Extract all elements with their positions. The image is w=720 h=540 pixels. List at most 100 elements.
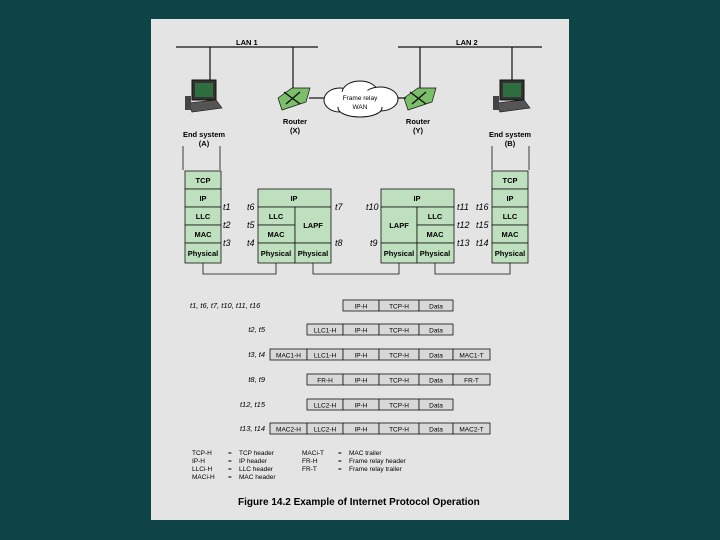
svg-text:IP-H: IP-H xyxy=(355,304,368,311)
svg-text:TCP: TCP xyxy=(196,176,211,185)
svg-text:MAC1-T: MAC1-T xyxy=(459,353,483,360)
packet-row-4: FR-H IP-H TCP-H Data FR-T xyxy=(306,373,491,386)
svg-text:t2: t2 xyxy=(223,220,231,230)
svg-text:(A): (A) xyxy=(199,139,210,148)
svg-text:Data: Data xyxy=(429,353,443,360)
svg-text:WAN: WAN xyxy=(353,104,368,111)
svg-text:TCP-H: TCP-H xyxy=(389,427,409,434)
end-system-b-label: End system xyxy=(489,130,531,139)
svg-text:MAC header: MAC header xyxy=(239,474,276,481)
svg-text:MAC: MAC xyxy=(267,230,285,239)
row-label-2: t2, t5 xyxy=(248,325,266,334)
svg-text:Data: Data xyxy=(429,403,443,410)
legend: TCP-H = TCP header IP-H = IP header LLCi… xyxy=(192,450,407,481)
row-label-4: t8, t9 xyxy=(248,375,266,384)
svg-text:LLC: LLC xyxy=(269,212,284,221)
svg-text:LLC2-H: LLC2-H xyxy=(314,427,337,434)
computer-icon-b xyxy=(493,79,531,113)
figure-sheet: LAN 1 LAN 2 Frame relay WAN Router (X) xyxy=(151,19,569,520)
svg-text:t8: t8 xyxy=(335,238,343,248)
svg-text:(Y): (Y) xyxy=(413,126,424,135)
row-label-6: t13, t14 xyxy=(240,424,265,433)
svg-text:TCP-H: TCP-H xyxy=(389,403,409,410)
row-label-3: t3, t4 xyxy=(248,350,265,359)
stack-router-y: IP LAPF LLC MAC Physical Physical xyxy=(380,188,455,264)
lan2-label: LAN 2 xyxy=(456,38,478,47)
svg-text:MAC2-T: MAC2-T xyxy=(459,427,483,434)
end-system-a-label: End system xyxy=(183,130,225,139)
svg-text:FR-T: FR-T xyxy=(302,466,317,473)
svg-text:t16: t16 xyxy=(476,202,489,212)
row-label-1: t1, t6, t7, t10, t11, t16 xyxy=(190,301,261,310)
svg-text:LLC: LLC xyxy=(503,212,518,221)
svg-text:MACi-T: MACi-T xyxy=(302,450,324,457)
protocol-diagram: LAN 1 LAN 2 Frame relay WAN Router (X) xyxy=(176,38,542,508)
packet-row-1: IP-H TCP-H Data xyxy=(342,299,454,312)
svg-text:t7: t7 xyxy=(335,202,344,212)
router-icon-x xyxy=(277,87,311,111)
row-label-5: t12, t15 xyxy=(240,400,266,409)
svg-text:IP: IP xyxy=(413,194,420,203)
svg-text:FR-H: FR-H xyxy=(302,458,318,465)
svg-text:Data: Data xyxy=(429,304,443,311)
svg-text:=: = xyxy=(338,466,342,473)
svg-text:IP: IP xyxy=(199,194,206,203)
svg-text:IP: IP xyxy=(506,194,513,203)
svg-text:t10: t10 xyxy=(366,202,379,212)
svg-text:LLC header: LLC header xyxy=(239,466,274,473)
svg-text:Physical: Physical xyxy=(420,249,450,258)
svg-text:Data: Data xyxy=(429,378,443,385)
svg-text:LLC1-H: LLC1-H xyxy=(314,328,337,335)
svg-text:t4: t4 xyxy=(247,238,255,248)
svg-text:t9: t9 xyxy=(370,238,378,248)
svg-text:TCP-H: TCP-H xyxy=(389,353,409,360)
svg-text:LAPF: LAPF xyxy=(389,221,409,230)
svg-text:IP: IP xyxy=(290,194,297,203)
svg-text:Physical: Physical xyxy=(298,249,328,258)
stack-end-system-b: TCP IP LLC MAC Physical xyxy=(491,170,529,264)
svg-text:LLC: LLC xyxy=(428,212,443,221)
svg-text:MAC trailer: MAC trailer xyxy=(349,450,382,457)
svg-text:TCP-H: TCP-H xyxy=(389,304,409,311)
stack-end-system-a: TCP IP LLC MAC Physical xyxy=(184,170,222,264)
packet-row-3: MAC1-H LLC1-H IP-H TCP-H Data MAC1-T xyxy=(269,348,491,361)
svg-text:=: = xyxy=(338,458,342,465)
computer-icon-a xyxy=(185,79,223,113)
svg-text:=: = xyxy=(228,450,232,457)
svg-text:MACi-H: MACi-H xyxy=(192,474,215,481)
router-icon-y xyxy=(403,87,437,111)
svg-text:MAC1-H: MAC1-H xyxy=(276,353,301,360)
svg-text:LLCi-H: LLCi-H xyxy=(192,466,213,473)
svg-text:=: = xyxy=(228,466,232,473)
svg-text:LLC2-H: LLC2-H xyxy=(314,403,337,410)
svg-text:Frame relay header: Frame relay header xyxy=(349,458,407,465)
svg-text:Frame relay trailer: Frame relay trailer xyxy=(349,466,403,473)
svg-text:TCP-H: TCP-H xyxy=(192,450,212,457)
svg-text:LLC: LLC xyxy=(196,212,211,221)
svg-text:t3: t3 xyxy=(223,238,231,248)
svg-text:=: = xyxy=(228,474,232,481)
svg-text:Data: Data xyxy=(429,427,443,434)
time-labels: t1 t2 t3 t6 t5 t4 t7 t8 t10 t9 t11 t12 t… xyxy=(223,202,490,248)
svg-text:Physical: Physical xyxy=(188,249,218,258)
svg-text:t6: t6 xyxy=(247,202,255,212)
svg-text:IP-H: IP-H xyxy=(355,353,368,360)
figure-caption: Figure 14.2 Example of Internet Protocol… xyxy=(238,497,480,508)
svg-text:t13: t13 xyxy=(457,238,470,248)
packet-row-2: LLC1-H IP-H TCP-H Data xyxy=(306,323,454,336)
svg-text:IP header: IP header xyxy=(239,458,268,465)
svg-text:TCP-H: TCP-H xyxy=(389,378,409,385)
svg-text:IP-H: IP-H xyxy=(355,403,368,410)
svg-text:TCP: TCP xyxy=(503,176,518,185)
router-y-label: Router xyxy=(406,117,430,126)
svg-text:t12: t12 xyxy=(457,220,470,230)
svg-text:MAC: MAC xyxy=(501,230,519,239)
svg-text:LLC1-H: LLC1-H xyxy=(314,353,337,360)
svg-text:TCP header: TCP header xyxy=(239,450,275,457)
svg-text:FR-H: FR-H xyxy=(317,378,333,385)
svg-text:t14: t14 xyxy=(476,238,489,248)
frame-relay-cloud xyxy=(323,80,399,118)
svg-text:t1: t1 xyxy=(223,202,231,212)
svg-text:MAC: MAC xyxy=(426,230,444,239)
svg-text:Physical: Physical xyxy=(384,249,414,258)
